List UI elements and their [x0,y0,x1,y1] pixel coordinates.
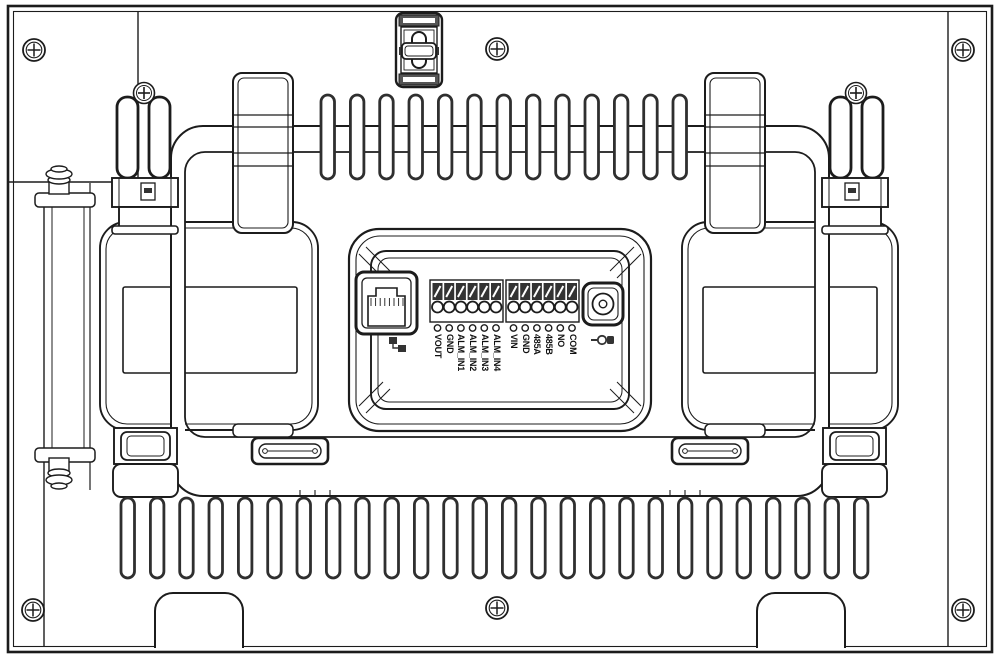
terminal-label: ALM_IN1 [456,334,467,372]
phillips-screw-icon [951,598,975,622]
terminal-label: GND [520,334,531,354]
terminal-label: VIN [509,334,519,349]
thumbscrew-bottom [45,457,73,490]
phillips-screw-icon [21,598,45,622]
phillips-screw-icon [22,38,46,62]
vent-grille-top [319,93,688,181]
chassis-screws [21,37,975,622]
stand-leg-left [232,72,294,234]
thumbscrew-top [45,165,73,195]
ethernet-port [354,270,419,336]
phillips-screw-icon [485,37,509,61]
bottom-notch-left [154,592,244,648]
vent-grille-bottom [119,496,870,580]
terminal-label: 485B [544,334,555,355]
terminal-label: ALM_IN2 [468,334,479,372]
terminal-label: VOUT [433,334,443,359]
module-left [99,221,319,431]
terminal-pin-dots [509,324,576,332]
phillips-screw-icon [132,81,156,105]
phillips-screw-icon [844,81,868,105]
terminal-label: ALM_IN3 [479,334,490,372]
slide-rail [34,165,96,490]
terminal-label: NO [555,334,566,348]
latch-slot-left [250,436,330,466]
terminal-screws [507,283,579,314]
network-lan-icon [389,337,406,352]
terminal-label: ALM_IN4 [491,334,502,372]
terminal-screws [431,283,503,314]
terminal-block-2 [505,279,580,332]
phillips-screw-icon [485,596,509,620]
clamp-bottom-left [112,427,179,498]
module-right [681,221,899,431]
wall-hook-right [821,81,889,235]
terminal-label: GND [444,334,455,354]
wall-hook-left [111,81,179,235]
clamp-bottom-right [821,427,888,498]
mounting-bracket [394,11,444,89]
bottom-notch-right [756,592,846,648]
terminal-pin-dots [433,324,500,332]
terminal-label: 485A [532,334,543,355]
dc-plug-icon [591,334,614,346]
terminal-label: COM [567,334,578,355]
corner-bevels [358,246,642,414]
phillips-screw-icon [951,38,975,62]
latch-slot-right [670,436,750,466]
chassis-outline [6,4,994,654]
dc-power-jack [581,281,625,327]
terminal-block-1 [429,279,504,332]
stand-leg-right [704,72,766,234]
